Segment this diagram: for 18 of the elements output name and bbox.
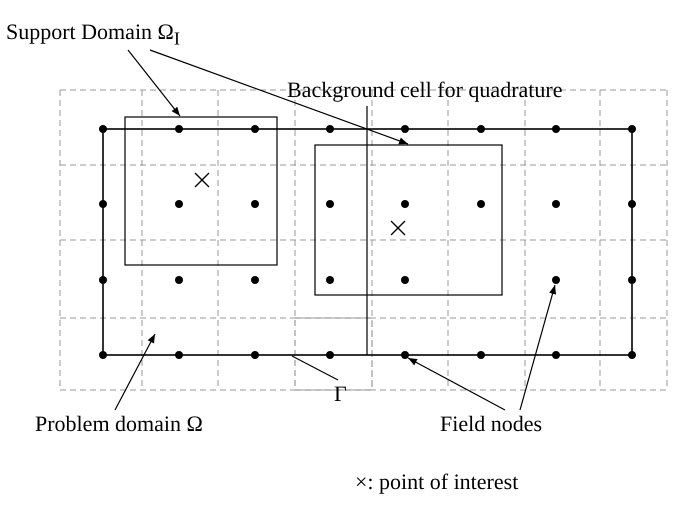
- callout-label: Γ: [334, 382, 347, 406]
- leader-arrow: [128, 50, 180, 116]
- problem-domain-boundary: [102, 128, 633, 359]
- support-domain-box: [314, 144, 503, 296]
- support-domain-box: [124, 116, 278, 266]
- leader-arrow: [150, 49, 408, 145]
- leader-arrow: [114, 334, 156, 410]
- callout-label: Background cell for quadrature: [287, 78, 562, 102]
- leader-arrow: [408, 357, 506, 411]
- callout-label: Problem domain Ω: [35, 412, 203, 436]
- note-text: ×: point of interest: [355, 470, 518, 494]
- field-node-dot: [401, 351, 409, 359]
- field-node-dot: [552, 276, 560, 284]
- leader-arrow: [519, 284, 556, 410]
- callout-label: Support Domain Ω$_{I}$: [6, 20, 180, 49]
- leader-line: [292, 355, 338, 381]
- leader-line: [366, 106, 368, 355]
- callout-label: Field nodes: [440, 412, 542, 436]
